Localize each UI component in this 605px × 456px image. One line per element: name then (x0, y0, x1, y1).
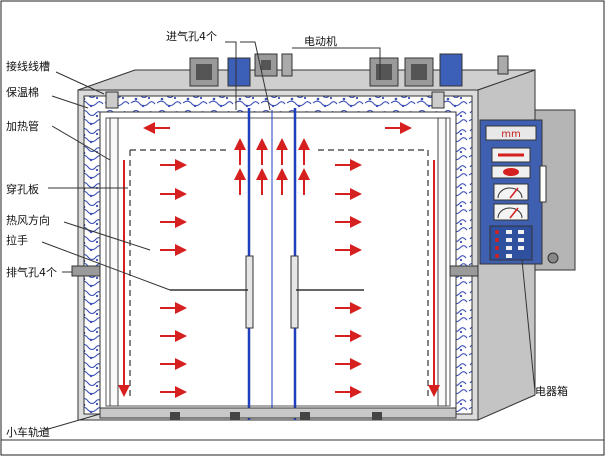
oven-roof (77, 69, 536, 91)
motor-group-left (189, 53, 293, 87)
control-buttons (489, 225, 533, 261)
exhaust-vent-right (449, 265, 479, 277)
label-exhaust-holes: 排气孔4个 (6, 265, 57, 279)
label-perforated-plate: 穿孔板 (6, 182, 39, 196)
handle-left (245, 255, 254, 329)
label-cart-track: 小车轨道 (6, 425, 50, 439)
box-door-latch (539, 165, 547, 203)
hot-air-arrows (118, 122, 440, 398)
wiring-trough-post-left (105, 91, 119, 109)
chamber-inner-wall (105, 117, 451, 407)
label-hot-air-direction: 热风方向 (6, 213, 50, 227)
gauge-2 (493, 203, 529, 221)
label-intake-holes: 进气孔4个 (166, 29, 217, 43)
leader-lines (37, 41, 536, 433)
heating-tube-left (109, 117, 119, 407)
label-insulation: 保温棉 (6, 85, 39, 99)
gauge-1 (493, 183, 529, 201)
label-electrical-box: 电器箱 (535, 384, 568, 398)
label-wiring-trough: 接线线槽 (6, 59, 50, 73)
heating-tube-right (437, 117, 447, 407)
wiring-trough-post-right (431, 91, 445, 109)
panel-logo-box (485, 125, 537, 141)
box-knob (547, 252, 559, 264)
panel-logo: mm (501, 129, 520, 140)
cart-track (99, 407, 457, 419)
label-handle: 拉手 (6, 233, 28, 247)
inner-chamber (99, 111, 457, 409)
exhaust-vent-left (71, 265, 101, 277)
label-motor: 电动机 (304, 34, 337, 48)
handle-right (290, 255, 299, 329)
track-wheels (170, 412, 382, 420)
label-heating-tube: 加热管 (6, 119, 39, 133)
